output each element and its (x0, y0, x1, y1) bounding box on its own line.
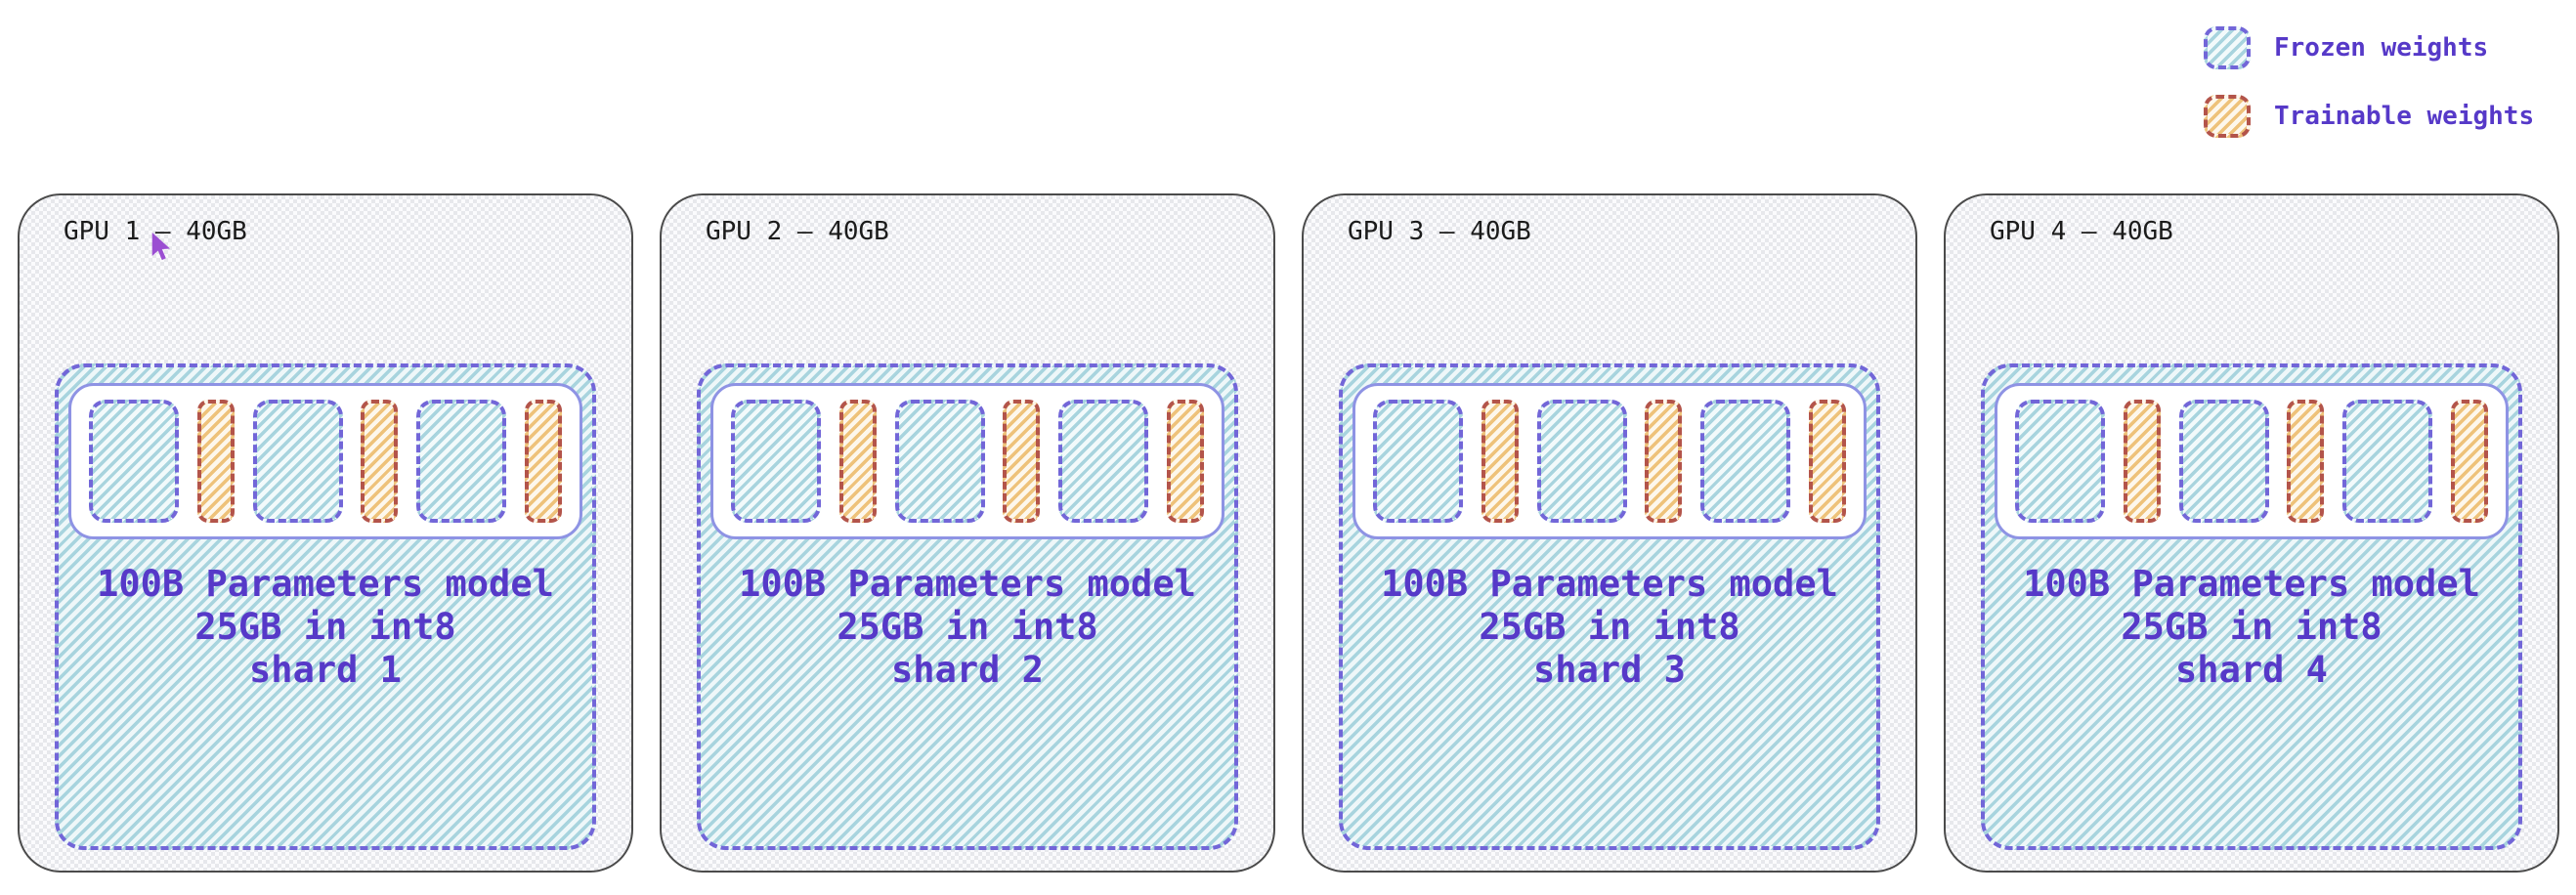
frozen-weights-block (2342, 400, 2433, 523)
gpu-title: GPU 2 – 40GB (706, 217, 889, 246)
frozen-weights-block (731, 400, 821, 523)
frozen-weights-block (2015, 400, 2105, 523)
model-shard-region: 100B Parameters model 25GB in int8 shard… (697, 363, 1238, 850)
gpu-card: GPU 3 – 40GB 100B Parameters model 25GB … (1302, 193, 1917, 873)
legend: Frozen weights Trainable weights (2204, 25, 2534, 162)
model-shard-region: 100B Parameters model 25GB in int8 shard… (1339, 363, 1880, 850)
trainable-weights-block (1808, 400, 1846, 523)
frozen-weights-block (1536, 400, 1627, 523)
shard-number-line: shard 3 (1533, 649, 1686, 691)
gpu-title: GPU 4 – 40GB (1990, 217, 2173, 246)
frozen-weights-block (252, 400, 343, 523)
gpu-card: GPU 1 – 40GB 100B Parameters model 25GB … (18, 193, 633, 873)
legend-label-trainable: Trainable weights (2274, 102, 2535, 131)
mouse-cursor-icon (151, 233, 170, 261)
model-size-line: 100B Parameters model (1381, 563, 1838, 605)
memory-line: 25GB in int8 (194, 606, 456, 648)
model-size-line: 100B Parameters model (97, 563, 554, 605)
trainable-weights-block (2123, 400, 2161, 523)
trainable-weights-swatch-icon (2204, 95, 2251, 138)
legend-item-frozen: Frozen weights (2204, 25, 2534, 70)
frozen-weights-block (2178, 400, 2269, 523)
shard-number-line: shard 1 (249, 649, 402, 691)
transformer-layers-strip (710, 383, 1224, 539)
shard-number-line: shard 4 (2175, 649, 2328, 691)
legend-label-frozen: Frozen weights (2274, 33, 2489, 63)
trainable-weights-block (1003, 400, 1041, 523)
shard-description: 100B Parameters model 25GB in int8 shard… (1985, 563, 2518, 692)
frozen-weights-block (1700, 400, 1791, 523)
frozen-weights-block (894, 400, 985, 523)
frozen-weights-swatch-icon (2204, 26, 2251, 69)
transformer-layers-strip (1352, 383, 1867, 539)
model-shard-region: 100B Parameters model 25GB in int8 shard… (1981, 363, 2522, 850)
trainable-weights-block (361, 400, 399, 523)
trainable-weights-block (838, 400, 877, 523)
trainable-weights-block (2450, 400, 2488, 523)
frozen-weights-block (1373, 400, 1463, 523)
model-shard-region: 100B Parameters model 25GB in int8 shard… (55, 363, 596, 850)
legend-item-trainable: Trainable weights (2204, 94, 2534, 139)
trainable-weights-block (196, 400, 235, 523)
model-size-line: 100B Parameters model (2023, 563, 2480, 605)
shard-number-line: shard 2 (891, 649, 1044, 691)
gpu-card: GPU 4 – 40GB 100B Parameters model 25GB … (1944, 193, 2559, 873)
shard-description: 100B Parameters model 25GB in int8 shard… (701, 563, 1234, 692)
trainable-weights-block (1481, 400, 1519, 523)
transformer-layers-strip (1995, 383, 2509, 539)
frozen-weights-block (1058, 400, 1149, 523)
model-size-line: 100B Parameters model (739, 563, 1196, 605)
frozen-weights-block (416, 400, 507, 523)
memory-line: 25GB in int8 (1479, 606, 1740, 648)
transformer-layers-strip (68, 383, 582, 539)
gpu-title: GPU 3 – 40GB (1348, 217, 1531, 246)
trainable-weights-block (524, 400, 562, 523)
memory-line: 25GB in int8 (2121, 606, 2383, 648)
trainable-weights-block (2287, 400, 2325, 523)
trainable-weights-block (1645, 400, 1683, 523)
gpu-card: GPU 2 – 40GB 100B Parameters model 25GB … (660, 193, 1275, 873)
memory-line: 25GB in int8 (837, 606, 1098, 648)
trainable-weights-block (1166, 400, 1204, 523)
frozen-weights-block (89, 400, 179, 523)
shard-description: 100B Parameters model 25GB in int8 shard… (1343, 563, 1876, 692)
shard-description: 100B Parameters model 25GB in int8 shard… (59, 563, 592, 692)
